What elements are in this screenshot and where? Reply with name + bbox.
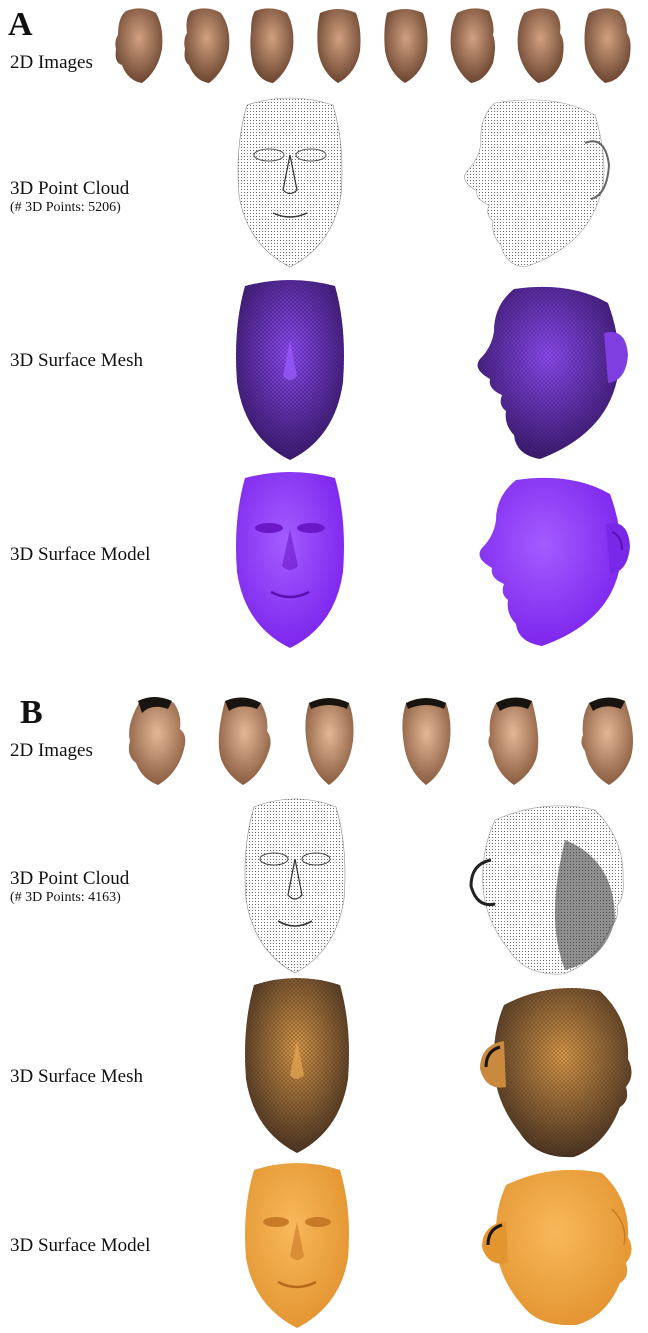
face-photo [241,5,303,87]
point-count-label: (# 3D Points: 4163) [10,890,129,906]
face-photo [205,695,277,790]
row-label-surface-model: 3D Surface Model [10,544,150,566]
surface-model-side [472,474,637,650]
point-cloud-side [455,800,635,980]
surface-model-side [472,1165,642,1330]
panel-letter: B [20,696,43,730]
face-photo [308,5,370,87]
row-label-2d-images: 2D Images [10,52,93,74]
point-cloud-front [225,95,355,270]
point-count-label: (# 3D Points: 5206) [10,200,129,216]
point-cloud-front [230,795,360,975]
row-label-point-cloud: 3D Point Cloud (# 3D Points: 5206) [10,178,129,216]
face-photo [575,5,637,87]
point-cloud-label: 3D Point Cloud [10,178,129,199]
surface-mesh-side [470,983,640,1163]
face-photo [480,695,552,790]
row-label-surface-mesh: 3D Surface Mesh [10,350,143,372]
surface-mesh-side [470,283,635,463]
row-label-2d-images: 2D Images [10,740,93,762]
panel-a: A 2D Images 3D Point Cloud (# 3D Points:… [0,0,648,660]
surface-model-front [232,1160,362,1330]
point-cloud-side [445,95,625,273]
row-label-surface-model: 3D Surface Model [10,1235,150,1257]
face-photo [108,5,170,87]
panel-letter: A [8,8,33,42]
face-photo [575,695,647,790]
face-photo [441,5,503,87]
face-photo [118,695,190,790]
surface-mesh-front [232,975,362,1155]
point-cloud-label: 3D Point Cloud [10,868,129,889]
face-photo [293,695,365,790]
surface-model-front [225,470,355,650]
row-label-surface-mesh: 3D Surface Mesh [10,1066,143,1088]
face-photo [175,5,237,87]
surface-mesh-front [225,278,355,463]
panel-b: B 2D Images 3D Point Cloud (# 3D Points:… [0,690,648,1333]
row-label-point-cloud: 3D Point Cloud (# 3D Points: 4163) [10,868,129,906]
face-photo [390,695,462,790]
face-photo [508,5,570,87]
face-photo [375,5,437,87]
